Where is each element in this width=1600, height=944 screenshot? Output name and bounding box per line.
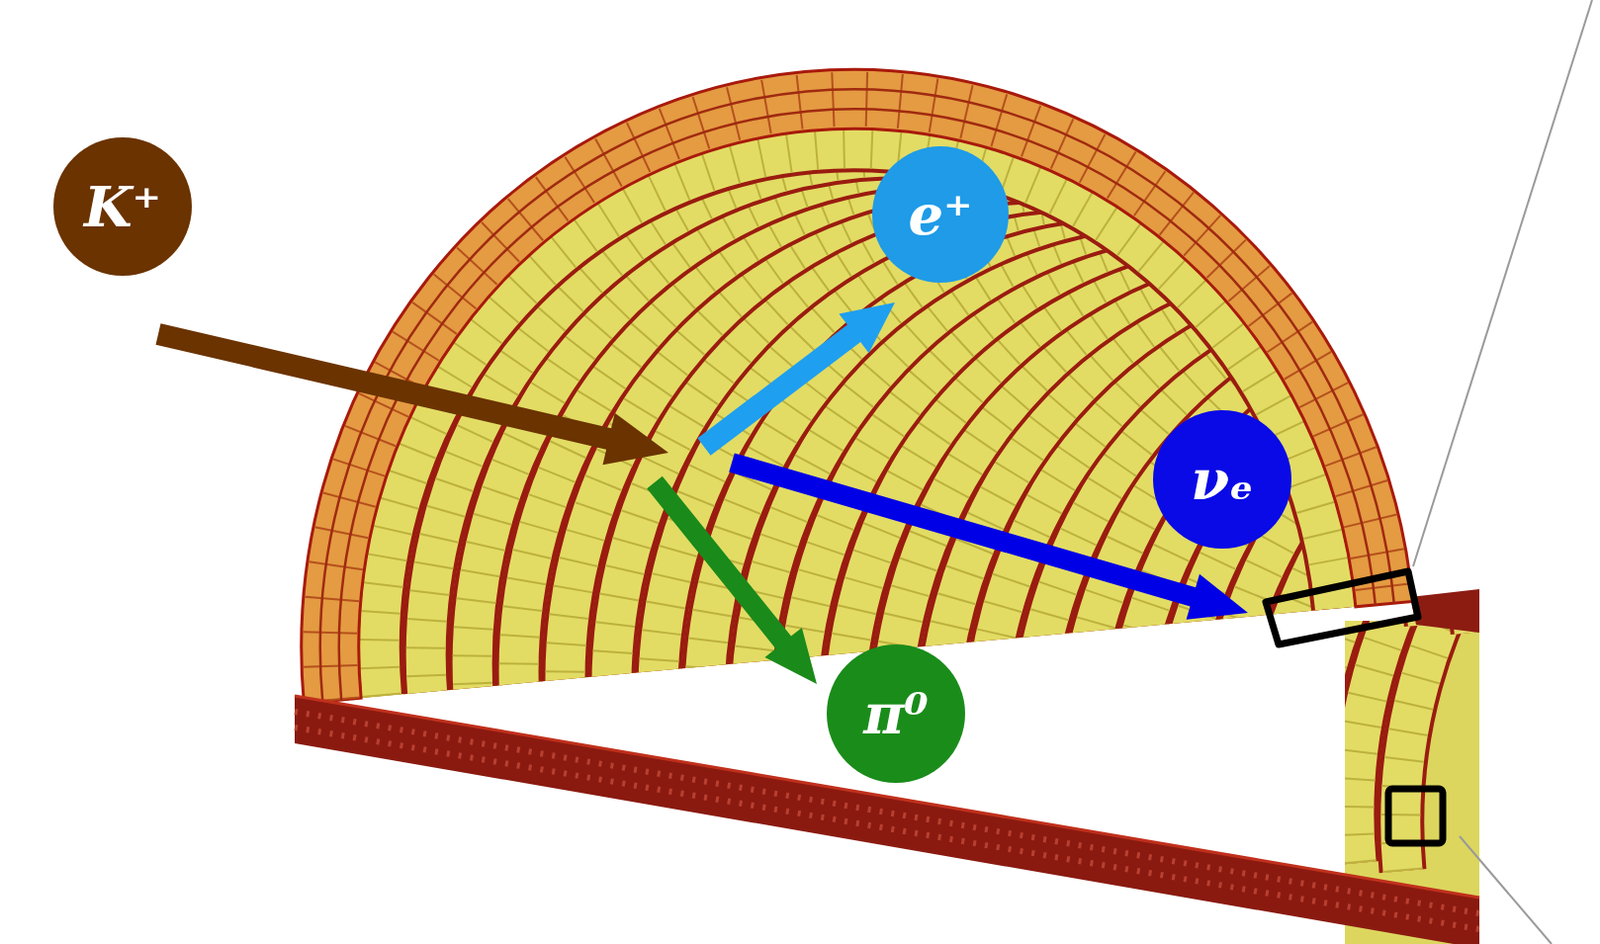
particle-circle: K⁺	[53, 137, 192, 276]
particle-arrow	[697, 302, 895, 456]
zoom-line	[1413, 0, 1593, 567]
particle-circle: e⁺	[872, 146, 1009, 283]
particle-arrow	[646, 476, 817, 685]
shell-face	[250, 20, 1413, 705]
particle-arrow	[156, 323, 670, 465]
shell-layer-line	[291, 63, 1376, 701]
highlight-box	[1265, 571, 1419, 645]
outer-shell-strip	[1410, 589, 1480, 633]
particle-label: νₑ	[1190, 451, 1254, 508]
highlight-box	[1388, 789, 1443, 844]
particle-label: K⁺	[84, 178, 162, 235]
shell-segments	[281, 52, 1385, 701]
particle-circle: νₑ	[1153, 410, 1292, 549]
particle-label: π⁰	[863, 686, 929, 742]
zoom-line	[1459, 836, 1552, 944]
outer-shell-face	[250, 20, 1413, 705]
particle-label: e⁺	[907, 186, 973, 243]
calorimeter-rings	[335, 14, 1600, 944]
shell-layer-line	[270, 42, 1395, 703]
particle-circle: π⁰	[826, 644, 966, 784]
particle-arrows	[156, 302, 1249, 685]
